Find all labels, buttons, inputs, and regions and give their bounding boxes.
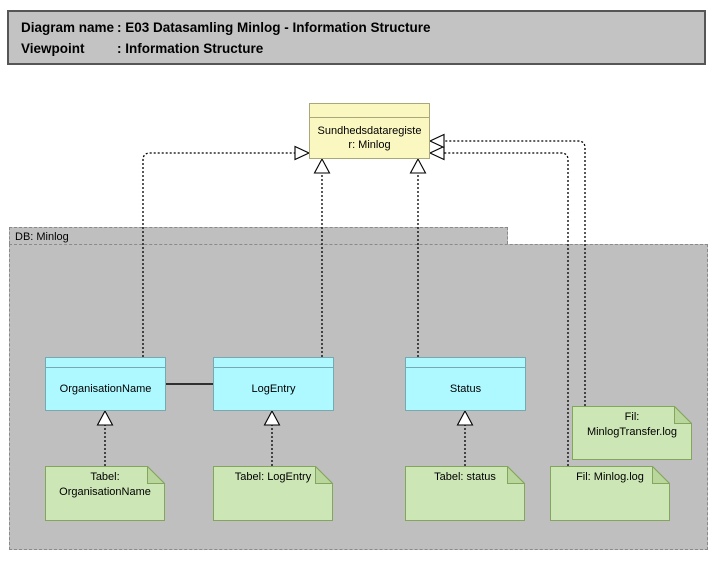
note-label-line1: Tabel: LogEntry (234, 471, 312, 483)
group-db-minlog-tab: DB: Minlog (9, 227, 508, 244)
note-outline (572, 406, 692, 460)
note-label: Tabel: status (407, 470, 523, 485)
note-fold-corner (507, 466, 525, 484)
diagram-header: Diagram name: E03 Datasamling Minlog - I… (7, 10, 706, 65)
note-fold-corner (147, 466, 165, 484)
diagram-name-value: : E03 Datasamling Minlog - Information S… (117, 20, 431, 35)
realization-arrowhead-logentry-registry (313, 157, 331, 174)
node-label-line1: LogEntry (251, 382, 296, 395)
note-fil-minlogtransfer-log: Fil: MinlogTransfer.log (572, 406, 692, 460)
viewpoint-label: Viewpoint (21, 41, 85, 56)
node-label: OrganisationName (48, 368, 163, 409)
viewpoint-value: : Information Structure (117, 41, 264, 56)
note-shape-svg (213, 466, 333, 521)
group-db-minlog-label: DB: Minlog (15, 231, 69, 243)
node-label: Sundhedsdataregiste r: Minlog (312, 118, 427, 157)
node-label-line1: Sundhedsdataregiste (317, 124, 422, 137)
note-shape-svg (550, 466, 670, 521)
node-organisationname: OrganisationName (45, 357, 166, 411)
note-label-line1: Fil: (624, 411, 640, 423)
note-shape-svg (405, 466, 525, 521)
note-label-line1: Tabel: (90, 471, 120, 483)
note-fold-corner (652, 466, 670, 484)
node-label-line2: r: Minlog (348, 138, 391, 151)
node-label-line1: OrganisationName (59, 382, 152, 395)
note-outline (550, 466, 670, 521)
realization-arrowhead-filminlogtransfer-registry (428, 133, 445, 149)
header-row-viewpoint: Viewpoint : Information Structure (21, 38, 704, 59)
note-shape-svg (572, 406, 692, 460)
header-row-diagram-name: Diagram name: E03 Datasamling Minlog - I… (21, 17, 704, 38)
node-label: Status (408, 368, 523, 409)
object-header-band (46, 358, 165, 368)
note-tabel-logentry: Tabel: LogEntry (213, 466, 333, 521)
realization-arrowhead-status-registry (409, 157, 427, 174)
object-header-band (310, 104, 429, 118)
node-sundhedsdataregister-minlog: Sundhedsdataregiste r: Minlog (309, 103, 430, 159)
note-label-line1: Fil: Minlog.log (576, 471, 644, 483)
node-logentry: LogEntry (213, 357, 334, 411)
note-tabel-status: Tabel: status (405, 466, 525, 521)
note-shape-svg (45, 466, 165, 521)
note-label: Fil: MinlogTransfer.log (574, 410, 690, 440)
note-fold-corner (674, 406, 692, 424)
note-tabel-organisationname: Tabel: OrganisationName (45, 466, 165, 521)
node-label: LogEntry (216, 368, 331, 409)
note-label: Fil: Minlog.log (552, 470, 668, 485)
note-label: Tabel: LogEntry (215, 470, 331, 485)
note-label-line1: Tabel: status (434, 471, 496, 483)
node-label-line1: Status (449, 382, 482, 395)
realization-arrowhead-filminloglog-registry (428, 145, 445, 161)
object-header-band (214, 358, 333, 368)
note-label-line2: MinlogTransfer.log (586, 426, 678, 438)
note-fold-corner (315, 466, 333, 484)
node-status: Status (405, 357, 526, 411)
note-outline (405, 466, 525, 521)
realization-arrowhead-organisationname-registry (294, 145, 311, 161)
note-outline (213, 466, 333, 521)
note-label: Tabel: OrganisationName (47, 470, 163, 500)
diagram-name-label: Diagram name (21, 20, 115, 35)
note-fil-minlog-log: Fil: Minlog.log (550, 466, 670, 521)
note-outline (45, 466, 165, 521)
object-header-band (406, 358, 525, 368)
note-label-line2: OrganisationName (59, 486, 151, 498)
